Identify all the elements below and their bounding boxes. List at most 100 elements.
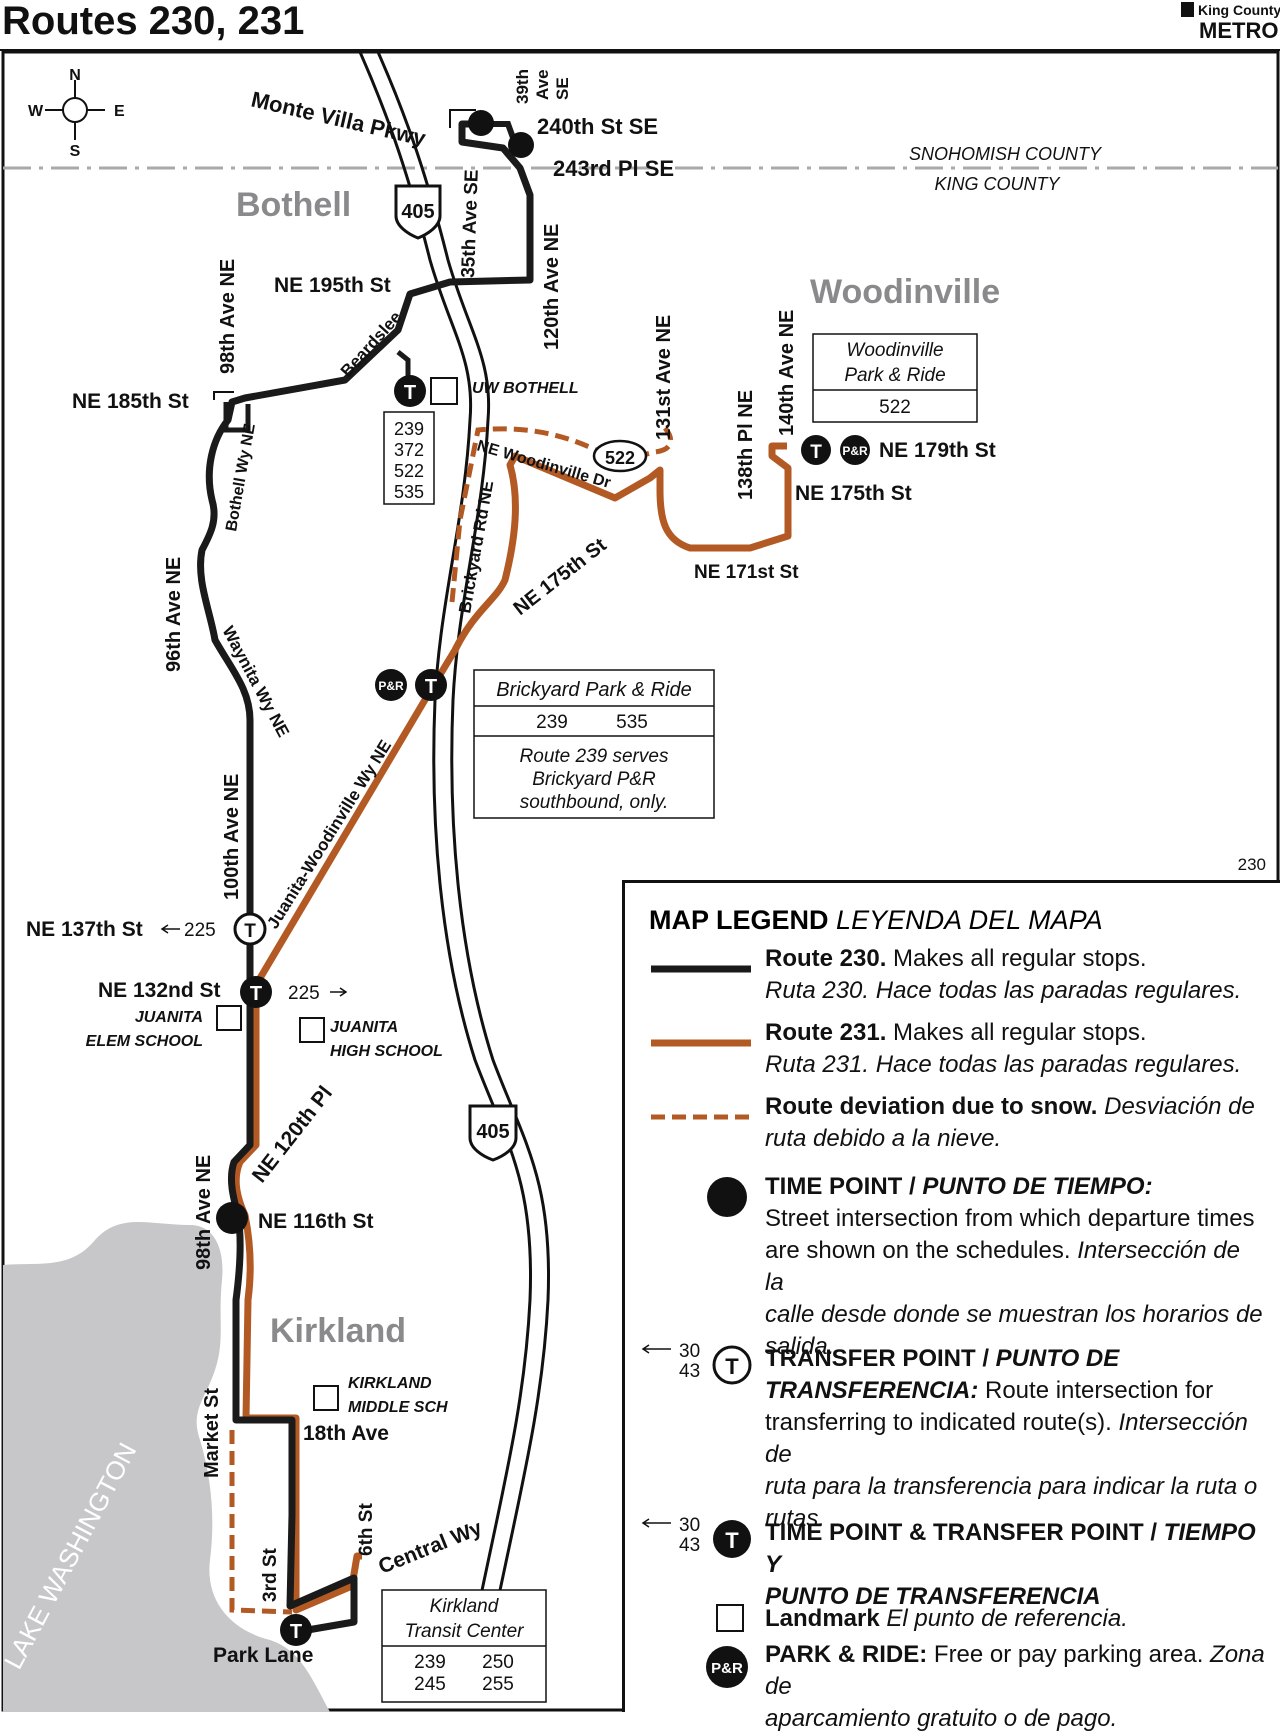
street-240th: 240th St SE [537, 114, 658, 139]
landmark-uw-bothell [430, 377, 458, 405]
legend-snow-deviation: Route deviation due to snow. Desviación … [765, 1093, 1255, 1152]
arrow-225-east [330, 987, 348, 997]
svg-text:Woodinville: Woodinville [846, 340, 943, 361]
street-100th: 100th Ave NE [221, 774, 243, 900]
route-231-line [232, 442, 792, 1614]
arrow-225-west [160, 924, 180, 934]
landmark-juanita-elem [216, 1005, 242, 1031]
street-18th-ave: 18th Ave [303, 1422, 389, 1445]
transfer-point-woodinville: T [801, 435, 831, 465]
street-ne-116th: NE 116th St [258, 1210, 374, 1233]
map-code: 230 [1238, 855, 1266, 874]
street-monte-villa: Monte Villa Pkwy [249, 87, 429, 152]
legend-transfer-point-icon: 30 43 T [641, 1341, 752, 1385]
legend-route-231-swatch [651, 1039, 751, 1047]
street-market: Market St [201, 1388, 223, 1478]
legend-time-point-icon [707, 1177, 747, 1217]
svg-text:522: 522 [879, 397, 911, 418]
park-ride-woodinville: P&R [840, 435, 870, 465]
transfer-point-kirkland-tc: T [280, 1614, 312, 1646]
street-39th-a: 39th [513, 69, 532, 104]
time-point-39th-ave [468, 110, 494, 136]
uw-route-3: 522 [394, 461, 424, 481]
street-98th-bottom: 98th Ave NE [193, 1155, 215, 1270]
svg-text:Kirkland: Kirkland [430, 1596, 500, 1617]
route-522-marker: 522 [592, 439, 648, 473]
svg-text:Route 239 serves: Route 239 serves [520, 746, 669, 767]
legend-park-ride-icon: P&R [706, 1646, 748, 1688]
street-96th: 96th Ave NE [163, 557, 185, 672]
legend-landmark: Landmark El punto de referencia. [765, 1605, 1128, 1632]
legend-title: MAP LEGEND LEYENDA DEL MAPA [649, 905, 1103, 936]
svg-text:T: T [425, 676, 437, 698]
svg-text:T: T [725, 1354, 739, 1379]
uw-bothell-route-box: 239 372 522 535 [383, 411, 435, 505]
transfer-225-east: 225 [288, 983, 320, 1004]
label-juanita-high-2: HIGH SCHOOL [330, 1043, 443, 1060]
agency-small: King County [1198, 2, 1280, 18]
label-snohomish-county: SNOHOMISH COUNTY [909, 144, 1103, 164]
svg-text:43: 43 [679, 1535, 700, 1556]
route-231-snow-deviation [229, 426, 674, 1615]
uw-route-4: 535 [394, 482, 424, 502]
street-ne-120th-pl: NE 120th Pl [248, 1082, 337, 1187]
svg-text:T: T [250, 983, 262, 1005]
route-230-uw-spur [396, 350, 411, 380]
street-ne-175th-west: NE 175th St [510, 534, 611, 620]
lake-washington [3, 1221, 330, 1712]
label-juanita-elem-2: ELEM SCHOOL [86, 1033, 203, 1050]
svg-text:30: 30 [679, 1341, 700, 1362]
label-king-county: KING COUNTY [934, 174, 1061, 194]
street-waynita: Waynita Wy NE [218, 623, 292, 740]
svg-text:Park & Ride: Park & Ride [844, 365, 945, 386]
route-230-line [197, 120, 534, 1636]
i405-highway [358, 51, 551, 1601]
compass-s: S [70, 143, 81, 160]
legend-route-230: Route 230. Makes all regular stops. Ruta… [765, 945, 1242, 1004]
compass-rose: N S E W [28, 67, 125, 160]
street-ne-175th-east: NE 175th St [795, 482, 912, 505]
street-beardslee: Beardslee [337, 308, 406, 381]
svg-text:southbound, only.: southbound, only. [520, 792, 669, 813]
uw-route-2: 372 [394, 440, 424, 460]
street-park-lane: Park Lane [213, 1644, 313, 1667]
street-ne-137th: NE 137th St [26, 918, 143, 941]
legend-landmark-icon [716, 1604, 744, 1632]
street-120th: 120th Ave NE [541, 224, 563, 350]
transfer-point-uw-bothell: T [394, 375, 426, 407]
route-522-label: 522 [605, 448, 635, 468]
label-kirkland-mid-2: MIDDLE SCH [348, 1399, 448, 1416]
agency-big: METRO [1199, 18, 1278, 43]
svg-text:P&R: P&R [378, 679, 404, 693]
transfer-point-ne-132nd: T [240, 976, 272, 1008]
street-ne-185th: NE 185th St [72, 390, 189, 413]
legend-snow-swatch [651, 1114, 751, 1120]
svg-text:245: 245 [414, 1674, 446, 1695]
svg-text:T: T [725, 1528, 739, 1553]
i405-label: 405 [401, 201, 434, 223]
legend-time-transfer-point: TIME POINT & TRANSFER POINT / TIEMPO Y P… [765, 1519, 1256, 1610]
kirkland-tc-box: Kirkland Transit Center 239 250 245 255 [381, 1589, 547, 1703]
street-39th-c: SE [553, 77, 572, 100]
city-woodinville: Woodinville [810, 273, 1000, 311]
i405-shield-north: 405 [394, 184, 442, 240]
map-title: Routes 230, 231 [2, 0, 304, 43]
brickyard-pr-box: Brickyard Park & Ride 239 535 Route 239 … [473, 669, 715, 819]
street-98th-top: 98th Ave NE [217, 259, 239, 374]
street-6th: 6th St [356, 1503, 377, 1556]
metro-logo-icon [1181, 2, 1194, 17]
direction-arrow-top [449, 109, 476, 128]
svg-text:255: 255 [482, 1674, 514, 1695]
street-3rd: 3rd St [260, 1547, 281, 1602]
street-central-wy: Central Wy [375, 1516, 485, 1578]
transfer-point-ne-137th: T [233, 912, 267, 946]
street-bothell-wy: Bothell Wy NE [223, 422, 259, 533]
svg-text:P&R: P&R [842, 444, 868, 458]
svg-text:43: 43 [679, 1361, 700, 1382]
street-140th: 140th Ave NE [776, 310, 798, 436]
label-uw-bothell: UW BOTHELL [472, 380, 579, 397]
street-243rd: 243rd Pl SE [553, 156, 674, 181]
direction-arrow-185 [213, 391, 234, 400]
svg-text:250: 250 [482, 1652, 514, 1673]
